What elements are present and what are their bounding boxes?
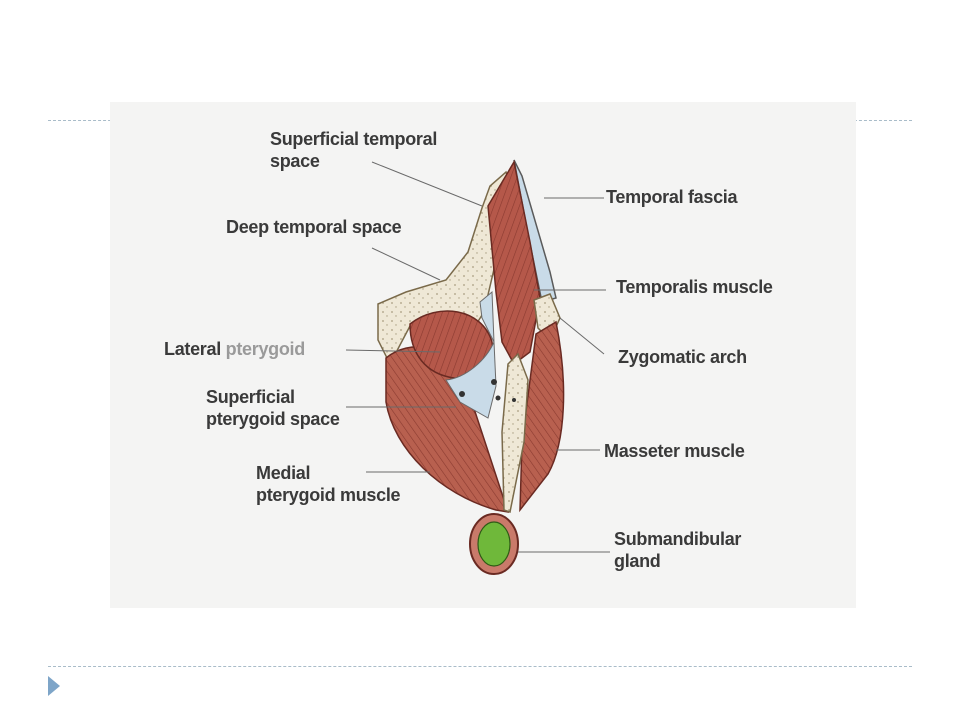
label-temporal-fascia: Temporal fascia bbox=[606, 187, 738, 207]
anatomy-figure: Superficial temporal space Deep temporal… bbox=[110, 102, 856, 608]
mandible-shape bbox=[501, 352, 529, 513]
bullet-arrow-icon bbox=[48, 676, 60, 696]
label-temporalis-muscle: Temporalis muscle bbox=[616, 277, 773, 297]
label-superficial-temporal-space: Superficial temporal space bbox=[270, 129, 438, 171]
masseter-shape bbox=[519, 320, 565, 513]
label-masseter-muscle: Masseter muscle bbox=[604, 441, 745, 461]
pterygoid-space-shape bbox=[445, 341, 497, 419]
label-zygomatic-arch: Zygomatic arch bbox=[618, 347, 747, 367]
label-superficial-pterygoid-space: Superficial pterygoid space bbox=[206, 387, 340, 429]
label-lateral-pterygoid: Lateral pterygoid bbox=[164, 339, 305, 359]
temporalis-shape bbox=[487, 159, 541, 366]
leader-lines bbox=[345, 161, 610, 553]
label-submandibular-gland: Submandibular gland bbox=[614, 529, 742, 571]
slide-bottom-rule bbox=[48, 666, 912, 667]
deep-temporal-space-shape bbox=[479, 290, 495, 343]
anatomy-illustration bbox=[345, 159, 610, 575]
label-medial-pterygoid-muscle: Medial pterygoid muscle bbox=[256, 463, 401, 505]
label-deep-temporal-space: Deep temporal space bbox=[226, 217, 402, 237]
